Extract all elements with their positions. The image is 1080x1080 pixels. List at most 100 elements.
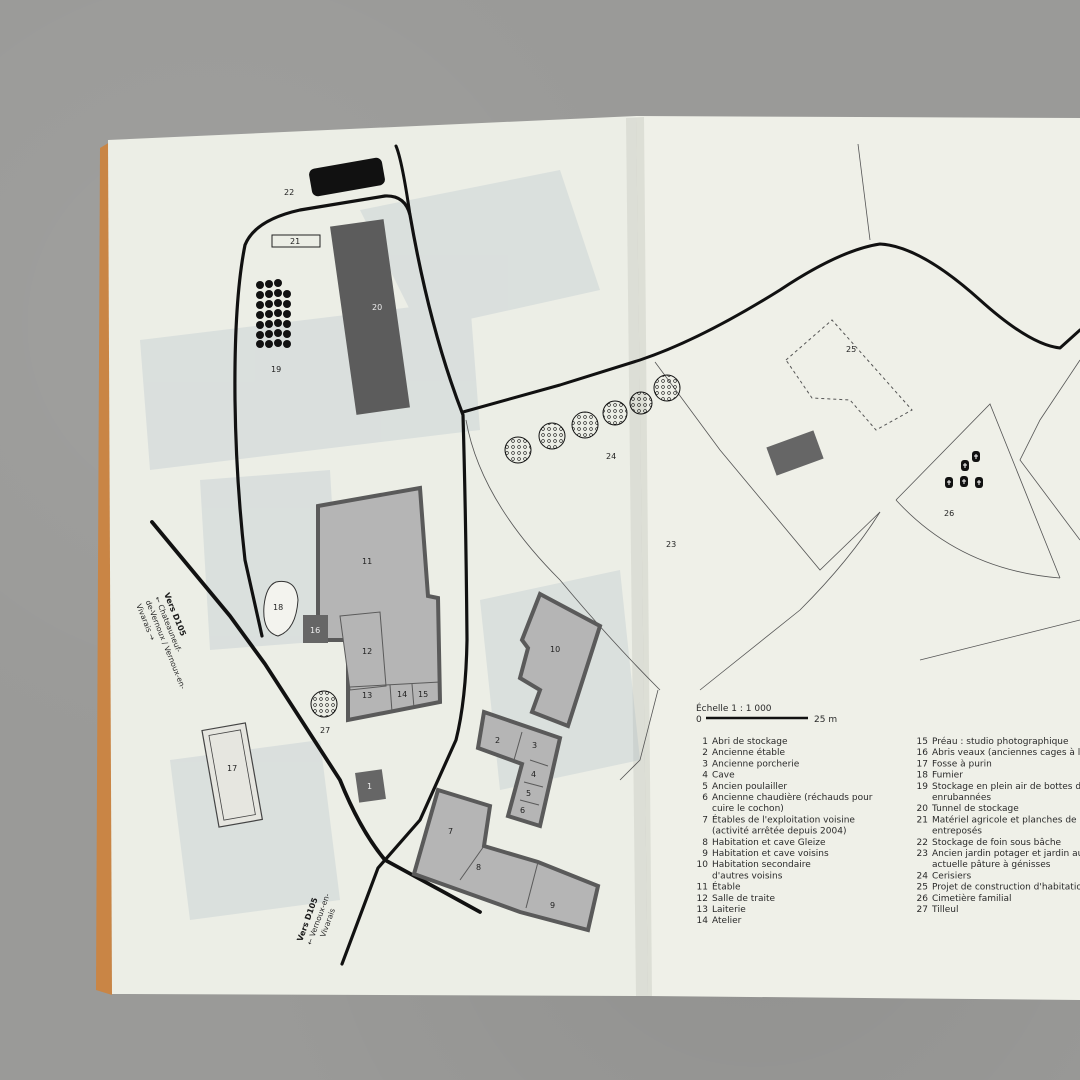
legend-entry: Ancienne porcherie bbox=[712, 759, 800, 769]
legend-entry: Laiterie bbox=[712, 905, 746, 915]
label-13: 13 bbox=[362, 691, 372, 700]
legend-number: 7 bbox=[702, 815, 708, 825]
project-25 bbox=[785, 319, 913, 431]
label-26: 26 bbox=[944, 509, 954, 518]
label-22: 22 bbox=[284, 188, 294, 197]
label-5: 5 bbox=[526, 789, 531, 798]
legend-entry: Habitation et cave voisins bbox=[712, 849, 829, 859]
legend-entry: Tunnel de stockage bbox=[931, 804, 1019, 814]
legend-number: 20 bbox=[917, 804, 929, 814]
legend-number: 14 bbox=[697, 916, 709, 926]
label-20: 20 bbox=[372, 303, 382, 312]
legend-number: 22 bbox=[917, 838, 928, 848]
legend-number: 16 bbox=[917, 748, 929, 758]
legend-number: 19 bbox=[917, 782, 929, 792]
legend-number: 6 bbox=[702, 793, 708, 803]
book-cover-edge bbox=[96, 142, 112, 995]
label-18: 18 bbox=[273, 603, 283, 612]
legend-number: 24 bbox=[917, 871, 929, 881]
legend-entry: Projet de construction d'habitation bbox=[932, 883, 1080, 893]
legend-entry-continued: cuire le cochon) bbox=[712, 804, 784, 814]
legend-number: 13 bbox=[697, 905, 708, 915]
label-19: 19 bbox=[271, 365, 281, 374]
legend-number: 15 bbox=[917, 737, 928, 747]
hay-tarp-22 bbox=[309, 157, 385, 197]
gutter-shadow bbox=[626, 117, 652, 996]
legend-number: 27 bbox=[917, 905, 928, 915]
legend-entry: Fosse à purin bbox=[932, 759, 992, 769]
label-4: 4 bbox=[531, 770, 536, 779]
manure-18 bbox=[263, 580, 299, 637]
property-lines bbox=[465, 143, 1080, 781]
road-to-d105-west bbox=[150, 520, 482, 914]
legend-number: 23 bbox=[917, 849, 928, 859]
label-7: 7 bbox=[448, 827, 453, 836]
label-1: 1 bbox=[367, 782, 372, 791]
legend-entry: Stockage de foin sous bâche bbox=[932, 838, 1062, 848]
label-6: 6 bbox=[520, 806, 525, 815]
lime-tree-27 bbox=[310, 690, 338, 718]
road-east bbox=[461, 242, 1080, 414]
legend-entry: Abris veaux (anciennes cages à lapi bbox=[932, 748, 1080, 758]
legend-entry-continued: actuelle pâture à génisses bbox=[932, 859, 1051, 870]
legend-entry-continued: (activité arrêtée depuis 2004) bbox=[712, 826, 846, 837]
legend-number: 4 bbox=[702, 771, 708, 781]
legend-entry: Ancienne étable bbox=[712, 747, 785, 758]
legend-entry: Étable bbox=[712, 881, 741, 893]
legend-number: 26 bbox=[917, 894, 929, 904]
roads bbox=[150, 144, 1080, 966]
legend-number: 5 bbox=[702, 782, 708, 792]
scale-start: 0 bbox=[696, 715, 702, 725]
calves-16 bbox=[303, 615, 328, 643]
scale-bar: Échelle 1 : 1 000 0 25 m bbox=[696, 702, 837, 725]
legend-number: 17 bbox=[917, 759, 928, 769]
legend-number: 9 bbox=[702, 849, 708, 859]
legend-entry: Abri de stockage bbox=[712, 737, 788, 747]
right-page bbox=[636, 116, 1080, 1000]
legend-number: 18 bbox=[917, 771, 929, 781]
legend-entry-continued: entreposés bbox=[932, 826, 982, 837]
legend-number: 25 bbox=[917, 883, 928, 893]
label-15: 15 bbox=[418, 690, 428, 699]
legend-number: 10 bbox=[697, 860, 709, 870]
legend-entry: Habitation et cave Gleize bbox=[712, 838, 826, 848]
legend-number: 21 bbox=[917, 815, 928, 825]
label-11: 11 bbox=[362, 557, 372, 566]
shelter-1 bbox=[355, 769, 386, 803]
road-north bbox=[394, 144, 412, 217]
map-labels: 22 21 20 19 11 12 13 14 15 16 18 27 1 17… bbox=[227, 188, 954, 910]
scale-title: Échelle 1 : 1 000 bbox=[696, 702, 772, 714]
legend-entry: Cave bbox=[712, 771, 735, 781]
legend-entry: Fumier bbox=[932, 771, 963, 781]
legend-entry: Habitation secondaire bbox=[712, 860, 811, 870]
label-9: 9 bbox=[550, 901, 555, 910]
legend-number: 11 bbox=[697, 883, 708, 893]
label-16: 16 bbox=[310, 626, 320, 635]
slurry-pit-17 bbox=[201, 722, 264, 828]
building-2-6 bbox=[475, 709, 563, 829]
label-3: 3 bbox=[532, 741, 537, 750]
legend-entry: Atelier bbox=[712, 916, 742, 926]
label-17: 17 bbox=[227, 764, 237, 773]
legend-entry: Ancien poulailler bbox=[712, 782, 787, 792]
small-shed bbox=[766, 430, 824, 476]
legend-entry-continued: enrubannées bbox=[932, 792, 991, 803]
material-21 bbox=[271, 234, 321, 248]
milking-12 bbox=[339, 611, 387, 691]
grave-crosses bbox=[947, 454, 981, 485]
tunnel-20 bbox=[330, 219, 410, 415]
legend-number: 8 bbox=[702, 838, 708, 848]
legend-entry: Salle de traite bbox=[712, 894, 776, 904]
legend-entry: Stockage en plein air de bottes de f bbox=[932, 782, 1080, 792]
legend-number: 2 bbox=[702, 748, 708, 758]
legend-entry: Cerisiers bbox=[932, 871, 971, 881]
scale-end: 25 m bbox=[814, 715, 837, 725]
label-14: 14 bbox=[397, 690, 407, 699]
legend-entry: Cimetière familial bbox=[932, 893, 1012, 904]
house-10 bbox=[517, 591, 603, 729]
label-23: 23 bbox=[666, 540, 676, 549]
buildings bbox=[201, 157, 913, 933]
legend-entry: Ancienne chaudière (réchauds pour bbox=[712, 792, 873, 803]
label-24: 24 bbox=[606, 452, 616, 461]
